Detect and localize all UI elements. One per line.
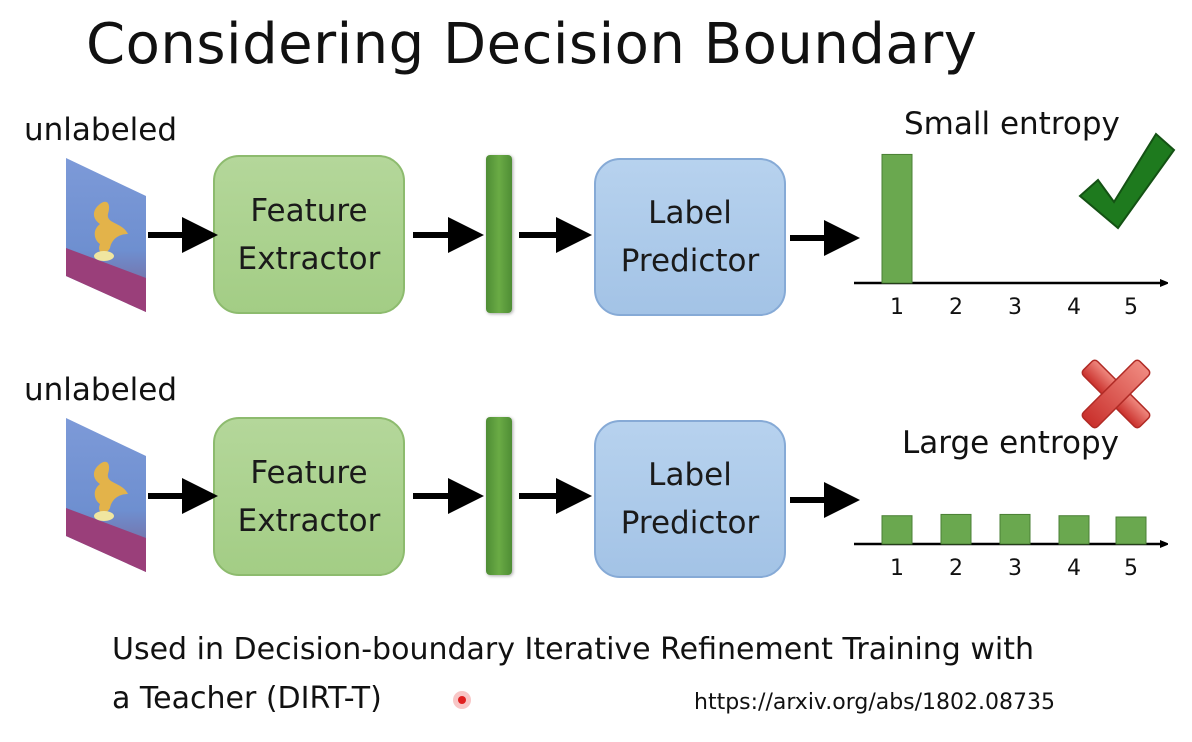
feature-extractor-line2: Extractor bbox=[237, 240, 381, 277]
feature-vector-bar-row2 bbox=[486, 417, 512, 575]
bar-1 bbox=[881, 153, 913, 284]
bar-1 bbox=[881, 515, 913, 545]
cross-icon bbox=[1081, 359, 1151, 429]
tick-label-1: 1 bbox=[890, 295, 904, 320]
tick-label-2: 2 bbox=[949, 556, 963, 581]
feature-vector-bar-row1 bbox=[486, 155, 512, 313]
entropy-chart-small: 1 2 3 4 5 bbox=[854, 153, 1166, 320]
label-predictor-line1: Label bbox=[648, 457, 732, 493]
tick-label-4: 4 bbox=[1067, 556, 1081, 581]
tick-label-4: 4 bbox=[1067, 295, 1081, 320]
feature-extractor-box-row1: Feature Extractor bbox=[213, 155, 405, 314]
tick-label-3: 3 bbox=[1008, 295, 1022, 320]
input-label-row1: unlabeled bbox=[24, 112, 178, 148]
feature-extractor-line1: Feature bbox=[250, 454, 368, 491]
check-icon bbox=[1078, 132, 1176, 230]
page-title: Considering Decision Boundary bbox=[86, 12, 978, 77]
unlabeled-image-row2 bbox=[66, 418, 146, 572]
entropy-label-row1: Small entropy bbox=[904, 106, 1120, 142]
label-predictor-line1: Label bbox=[648, 195, 732, 231]
label-predictor-line2: Predictor bbox=[620, 243, 760, 279]
laser-pointer-dot bbox=[453, 691, 471, 709]
reference-link[interactable]: https://arxiv.org/abs/1802.08735 bbox=[694, 690, 1056, 715]
label-predictor-line2: Predictor bbox=[620, 505, 760, 541]
tick-label-3: 3 bbox=[1008, 556, 1022, 581]
tick-label-1: 1 bbox=[890, 556, 904, 581]
unlabeled-image-row1 bbox=[66, 158, 146, 312]
tick-label-5: 5 bbox=[1124, 556, 1138, 581]
label-predictor-box-row2: Label Predictor bbox=[594, 420, 786, 578]
feature-extractor-line2: Extractor bbox=[237, 502, 381, 539]
tick-label-2: 2 bbox=[949, 295, 963, 320]
footer-line1: Used in Decision-boundary Iterative Refi… bbox=[112, 632, 1035, 667]
entropy-chart-large: 1 2 3 4 5 bbox=[854, 513, 1166, 581]
label-predictor-box-row1: Label Predictor bbox=[594, 158, 786, 316]
bar-2 bbox=[940, 513, 972, 545]
bar-3 bbox=[999, 513, 1031, 545]
input-label-row2: unlabeled bbox=[24, 372, 178, 408]
tick-label-5: 5 bbox=[1124, 295, 1138, 320]
feature-extractor-line1: Feature bbox=[250, 192, 368, 229]
bar-4 bbox=[1058, 515, 1090, 545]
bar-5 bbox=[1115, 516, 1147, 545]
footer-line2: a Teacher (DIRT-T) bbox=[112, 681, 382, 716]
entropy-label-row2: Large entropy bbox=[902, 425, 1119, 461]
